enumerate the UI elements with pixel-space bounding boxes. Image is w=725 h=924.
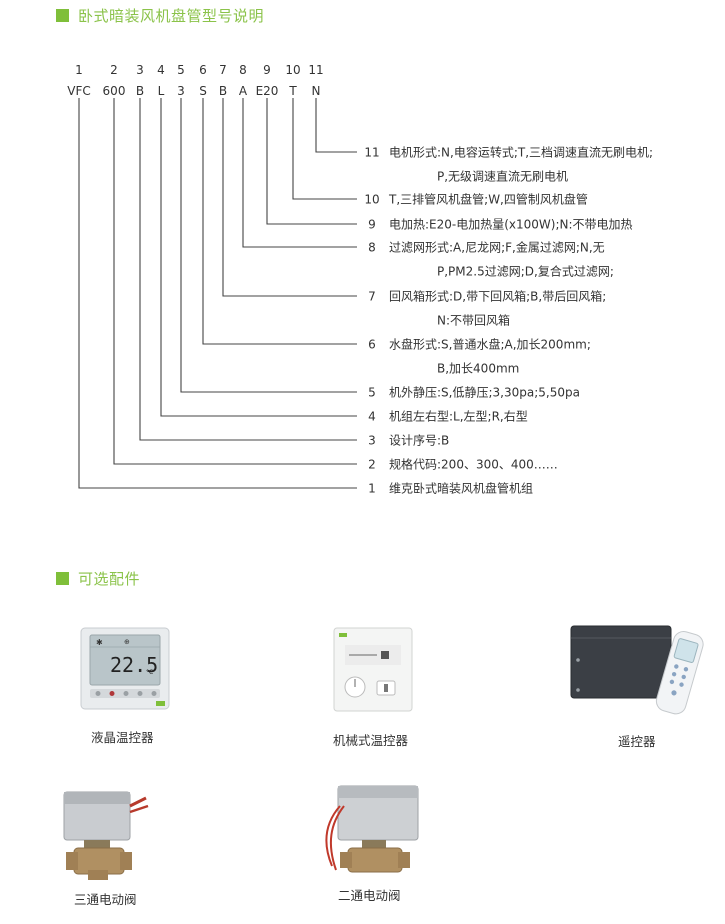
position-number: 3 (136, 63, 144, 77)
description-text: T,三排管风机盘管;W,四管制风机盘管 (388, 192, 588, 207)
model-code-segment: B (219, 84, 227, 98)
description-number: 8 (368, 241, 376, 255)
model-code-segment: A (239, 84, 248, 98)
leader-line (292, 98, 357, 200)
description-number: 6 (368, 338, 376, 352)
position-number: 11 (308, 63, 323, 77)
description-text: P,无级调速直流无刷电机 (437, 170, 568, 184)
description-text: P,PM2.5过滤网;D,复合式过滤网; (437, 264, 614, 279)
position-number: 8 (239, 63, 247, 77)
description-number: 11 (364, 146, 379, 160)
description-number: 4 (368, 410, 376, 424)
position-number: 6 (199, 63, 207, 77)
description-text: B,加长400mm (437, 362, 519, 376)
leader-line (180, 98, 357, 393)
accessory-label: 液晶温控器 (91, 730, 154, 745)
position-number: 1 (75, 63, 83, 77)
section-bullet-square (56, 571, 69, 585)
model-code-segment: N (312, 84, 321, 98)
description-text: N:不带回风箱 (437, 313, 510, 328)
description-text: 维克卧式暗装风机盘管机组 (389, 481, 533, 496)
position-number: 2 (110, 63, 118, 77)
lcd-reading: 22.5 (110, 653, 158, 677)
description-number: 3 (368, 434, 376, 448)
position-number: 10 (285, 63, 300, 77)
section-header-accessories: 可选配件 (56, 569, 141, 588)
model-code-segment: S (199, 84, 207, 98)
section-header-model: 卧式暗装风机盘管型号说明 (56, 6, 265, 25)
section-bullet-square (56, 8, 69, 22)
accessory-label: 三通电动阀 (74, 892, 137, 907)
position-number: 7 (219, 63, 227, 77)
leader-line (222, 98, 357, 297)
description-text: 回风箱形式:D,带下回风箱;B,带后回风箱; (389, 289, 606, 304)
position-number: 9 (263, 63, 271, 77)
model-code-segment: B (136, 84, 144, 98)
model-code-segment: E20 (256, 84, 279, 98)
remote-controller-image (569, 624, 709, 716)
three-way-valve-image (60, 786, 152, 881)
description-number: 2 (368, 458, 376, 472)
section-title: 可选配件 (78, 569, 141, 588)
two-way-valve-image (318, 782, 422, 882)
svg-text:✱: ✱ (96, 638, 103, 647)
model-code-segment: 600 (103, 84, 126, 98)
leader-line (315, 98, 357, 153)
description-number: 7 (368, 290, 376, 304)
svg-text:°C: °C (146, 669, 153, 676)
position-number: 5 (177, 63, 185, 77)
leader-line (160, 98, 357, 417)
model-code-segment: 3 (177, 84, 185, 98)
description-text: 机外静压:S,低静压;3,30pa;5,50pa (389, 386, 580, 400)
position-number: 4 (157, 63, 165, 77)
description-text: 电加热:E20-电加热量(x100W);N:不带电加热 (389, 218, 633, 232)
description-number: 1 (368, 482, 376, 496)
accessory-label: 二通电动阀 (338, 888, 401, 903)
model-code-segment: VFC (67, 84, 91, 98)
description-number: 5 (368, 386, 376, 400)
section-title: 卧式暗装风机盘管型号说明 (78, 6, 265, 25)
description-text: 规格代码:200、300、400…… (389, 457, 558, 472)
accessory-label: 遥控器 (618, 734, 656, 749)
lcd-thermostat-image: ✱ ⊕ 22.5 °C (80, 627, 170, 710)
description-number: 9 (368, 218, 376, 232)
description-number: 10 (364, 193, 379, 207)
model-code-segment: L (158, 84, 165, 98)
leader-line (139, 98, 357, 441)
description-text: 电机形式:N,电容运转式;T,三档调速直流无刷电机; (389, 145, 653, 160)
description-text: 过滤网形式:A,尼龙网;F,金属过滤网;N,无 (389, 240, 605, 255)
leader-line (242, 98, 357, 248)
svg-text:⊕: ⊕ (124, 638, 130, 646)
leader-line (78, 98, 357, 489)
accessory-label: 机械式温控器 (333, 733, 409, 748)
leader-line (266, 98, 357, 225)
description-text: 设计序号:B (389, 433, 449, 448)
leader-line (202, 98, 357, 345)
description-text: 机组左右型:L,左型;R,右型 (389, 409, 528, 424)
mechanical-thermostat-image (333, 627, 413, 712)
description-text: 水盘形式:S,普通水盘;A,加长200mm; (389, 337, 591, 352)
model-code-segment: T (288, 84, 297, 98)
leader-line (113, 98, 357, 465)
